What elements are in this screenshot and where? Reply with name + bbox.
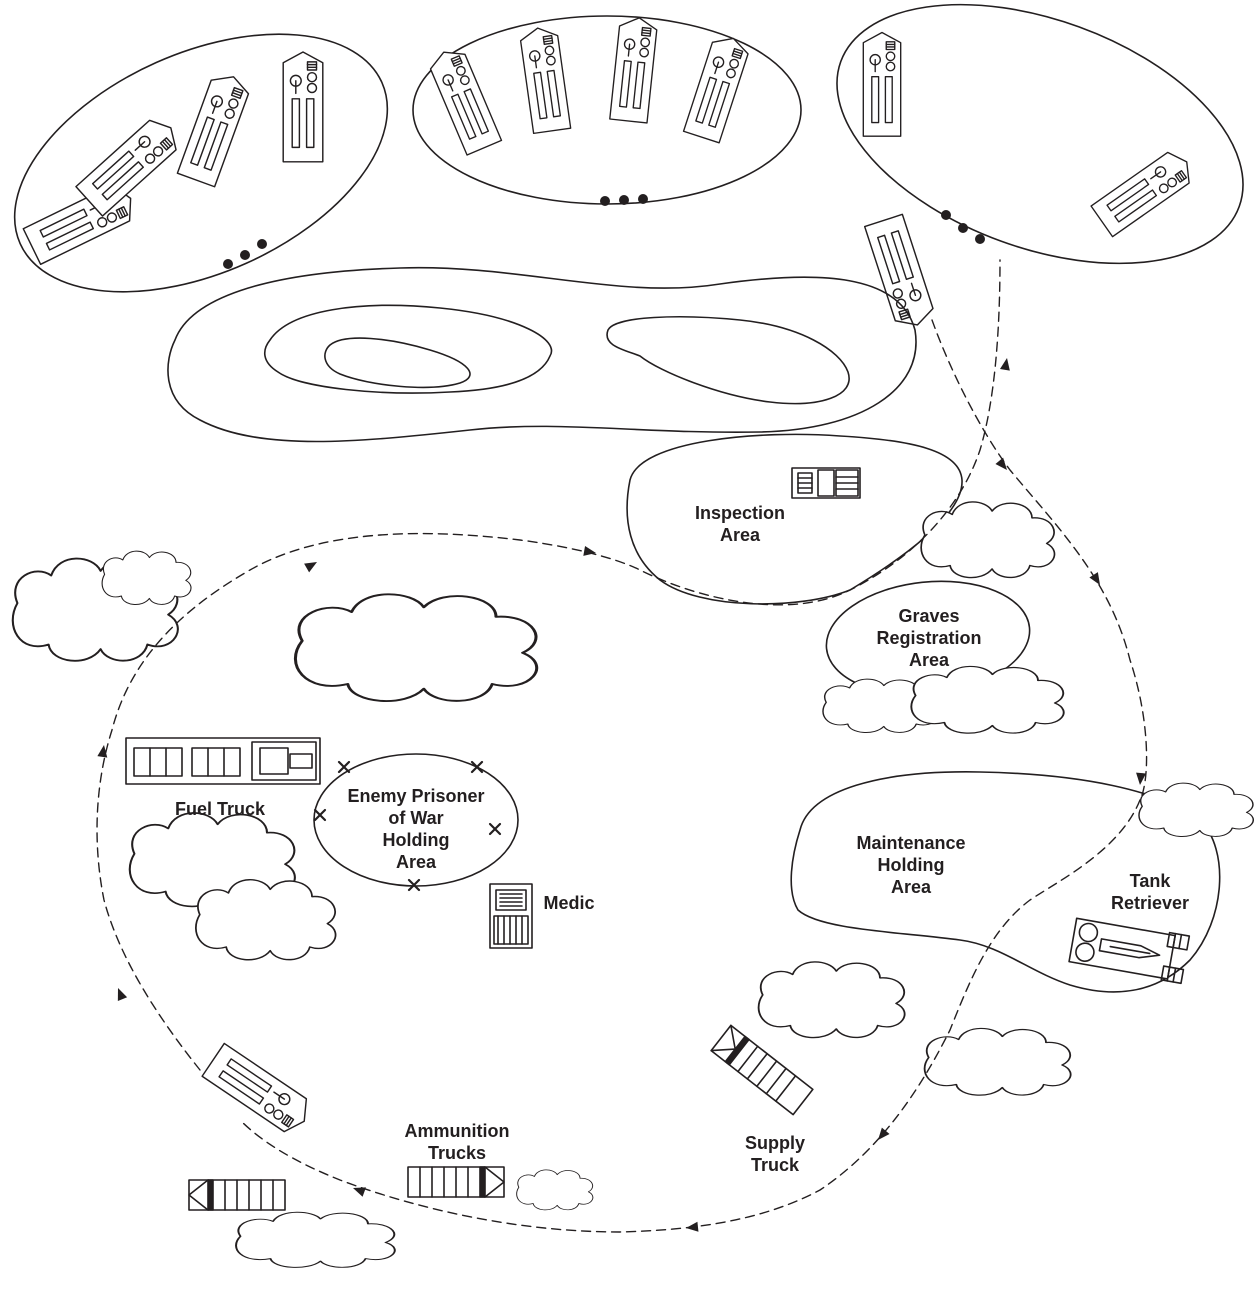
epw-holding-area (313, 753, 519, 892)
supply-truck-label: Supply Truck (730, 1132, 820, 1176)
label-line: Holding (877, 855, 945, 875)
epw-holding-label: Enemy Prisoner of War Holding Area (336, 785, 496, 873)
tank-retriever-icon (1068, 917, 1191, 985)
label-line: Enemy Prisoner (347, 786, 485, 806)
label-line: Tank (1129, 871, 1171, 891)
tank-on-route-icon (201, 1042, 317, 1139)
label-line: Area (719, 525, 761, 545)
lake-contours (167, 266, 917, 443)
assembly-area-left (13, 33, 389, 293)
label-line: Registration (876, 628, 982, 648)
fuel-truck-icon (125, 737, 321, 785)
label-line: Holding (382, 830, 450, 850)
medic-icon (489, 883, 533, 949)
maintenance-holding-label: Maintenance Holding Area (848, 832, 974, 898)
resupply-route (96, 259, 1148, 1233)
label-line: of War (388, 808, 444, 828)
label-line: Truck (750, 1155, 800, 1175)
graves-registration-label: Graves Registration Area (868, 605, 990, 671)
inspection-area-label: Inspection Area (680, 502, 800, 546)
ammunition-truck-right-icon (407, 1166, 505, 1198)
label-line: Supply (744, 1133, 805, 1153)
ammunition-truck-left-icon (188, 1179, 286, 1211)
ammunition-trucks-label: Ammunition Trucks (392, 1120, 522, 1164)
label-line: Retriever (1110, 893, 1190, 913)
tank-retriever-label: Tank Retriever (1100, 870, 1200, 914)
assembly-area-center (412, 15, 802, 206)
medic-label: Medic (534, 892, 604, 914)
label-line: Graves (898, 606, 960, 626)
fuel-truck-label: Fuel Truck (150, 798, 290, 820)
label-line: Area (908, 650, 950, 670)
label-line: Area (890, 877, 932, 897)
assembly-area-right (836, 3, 1244, 332)
label-line: Inspection (694, 503, 785, 523)
woods (11, 501, 1254, 1269)
label-line: Ammunition (404, 1121, 510, 1141)
supply-truck-icon (710, 1024, 814, 1116)
label-line: Maintenance (856, 833, 966, 853)
label-line: Medic (543, 893, 595, 913)
label-line: Fuel Truck (174, 799, 266, 819)
label-line: Trucks (427, 1143, 487, 1163)
label-line: Area (395, 852, 437, 872)
